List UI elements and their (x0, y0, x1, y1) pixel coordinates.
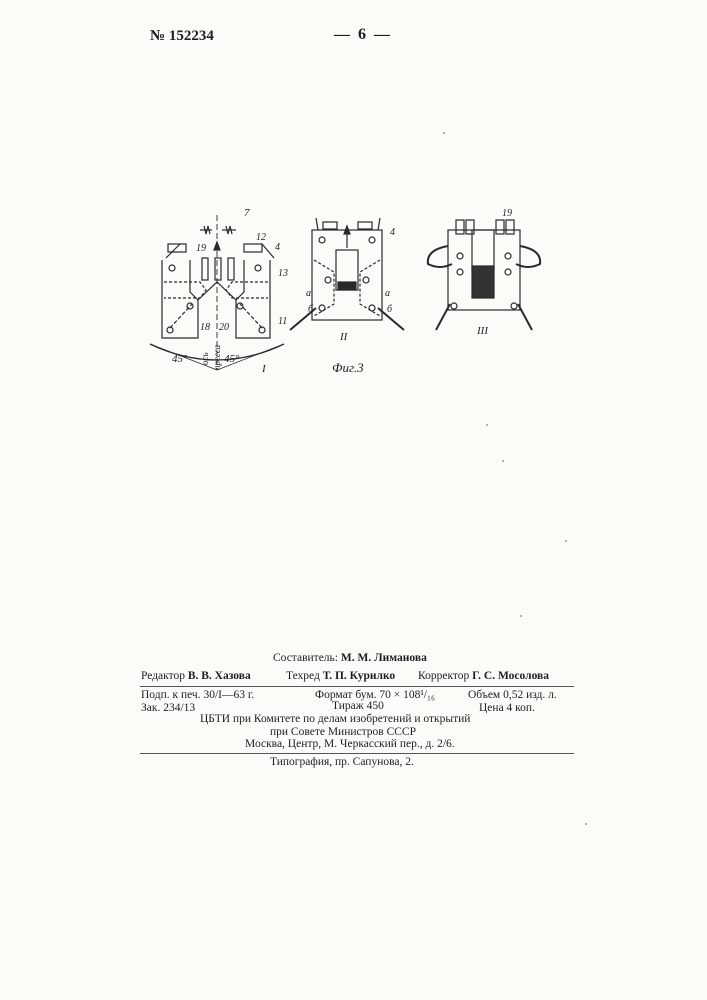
printer-line: Типография, пр. Сапунова, 2. (270, 756, 414, 768)
figure-3-drawing: 7 12 4 19 13 11 18 20 4 19 а б а б 45° 4… (140, 200, 560, 380)
view-label-1: I (261, 363, 267, 375)
editor-line: Редактор В. В. Хазова (141, 670, 251, 682)
label-18: 18 (200, 322, 210, 333)
label-4-view-2: 4 (390, 227, 395, 238)
position-letter-a-right: а (385, 288, 390, 299)
label-13: 13 (278, 268, 288, 279)
angle-left-label: 45° (172, 353, 188, 365)
position-letter-b-right: б (387, 304, 393, 315)
org-line-2: при Совете Министров СССР (270, 726, 416, 738)
axis-label-os: ось (200, 352, 210, 365)
label-19-view-3: 19 (502, 208, 512, 219)
compiler-line: Составитель: М. М. Лиманова (273, 652, 427, 664)
label-20: 20 (219, 322, 229, 333)
imprint-divider-top (140, 686, 574, 687)
view-label-3: III (476, 325, 489, 337)
view-label-2: II (339, 331, 349, 343)
price-line: Цена 4 коп. (479, 702, 535, 714)
editor-label: Редактор (141, 670, 185, 682)
print-run-line: Тираж 450 (332, 700, 384, 712)
label-11: 11 (278, 316, 287, 327)
compiler-name: М. М. Лиманова (341, 652, 427, 664)
corrector-line: Корректор Г. С. Мосолова (418, 670, 549, 682)
address-line: Москва, Центр, М. Черкасский пер., д. 2/… (245, 738, 455, 750)
signed-line: Подп. к печ. 30/I—63 г. (141, 689, 254, 701)
editor-name: В. В. Хазова (188, 670, 251, 682)
techred-line: Техред Т. П. Курилко (286, 670, 395, 682)
corrector-label: Корректор (418, 670, 469, 682)
imprint-divider-bottom (140, 753, 574, 754)
techred-label: Техред (286, 670, 320, 682)
axis-label-pressa: пресса (212, 344, 222, 370)
angle-right-label: 45° (224, 353, 240, 365)
org-line-1: ЦБТИ при Комитете по делам изобретений и… (200, 713, 470, 725)
scan-speck (565, 540, 567, 542)
figure-view-3 (428, 220, 540, 330)
label-12: 12 (256, 232, 266, 243)
position-letter-a-left: а (306, 288, 311, 299)
corrector-name: Г. С. Мосолова (472, 670, 549, 682)
page-number: — 6 — (334, 26, 392, 44)
compiler-label: Составитель: (273, 652, 338, 664)
techred-name: Т. П. Курилко (323, 670, 395, 682)
patent-number: № 152234 (150, 28, 214, 45)
scan-speck (585, 823, 587, 825)
order-line: Зак. 234/13 (141, 702, 195, 714)
label-4-view-1: 4 (275, 242, 280, 253)
scan-speck (520, 615, 522, 617)
scan-speck (486, 424, 488, 426)
label-19-view-1: 19 (196, 243, 206, 254)
scan-speck (443, 132, 445, 134)
label-7: 7 (244, 207, 250, 219)
scan-speck (502, 460, 504, 462)
figure-caption: Фиг.3 (332, 360, 364, 375)
volume-line: Объем 0,52 изд. л. (468, 689, 557, 701)
